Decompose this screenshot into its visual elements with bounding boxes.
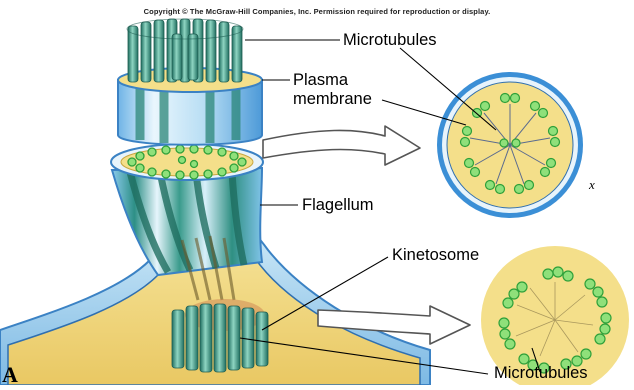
- microtubule-bundle-top: [127, 19, 243, 82]
- label-plasma-membrane-line1: Plasma: [293, 71, 372, 90]
- figure-letter: A: [2, 362, 18, 388]
- label-microtubules-bottom: Microtubules: [494, 364, 588, 382]
- copyright-notice: Copyright © The McGraw-Hill Companies, I…: [0, 7, 634, 16]
- label-microtubules-top: Microtubules: [343, 31, 437, 49]
- label-plasma-membrane-line2: membrane: [293, 90, 372, 109]
- label-flagellum: Flagellum: [302, 196, 374, 214]
- axoneme-cross-section: [437, 72, 583, 218]
- label-plasma-membrane: Plasma membrane: [293, 71, 372, 109]
- section-marker: x: [589, 177, 595, 193]
- arrow-to-axoneme-section: [263, 126, 420, 165]
- label-kinetosome: Kinetosome: [392, 246, 479, 264]
- flagellum-cross-section: [111, 144, 263, 180]
